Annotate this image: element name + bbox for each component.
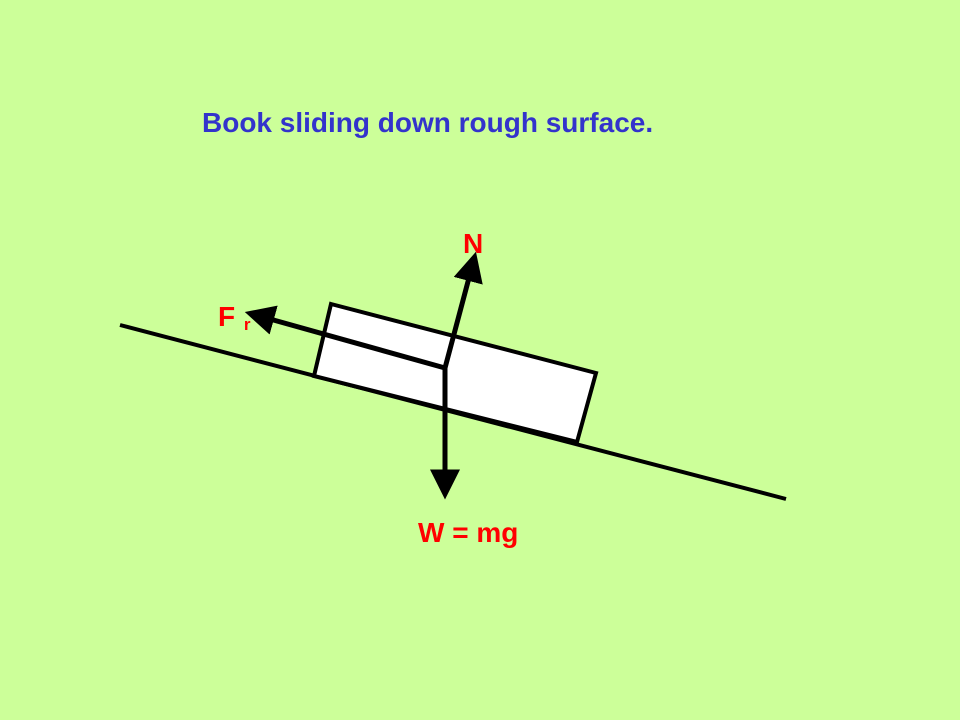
friction-force-arrow (244, 305, 446, 371)
normal-force-arrow (442, 251, 483, 369)
book-block (311, 301, 599, 445)
friction-force-label-subscript: r (244, 315, 251, 334)
weight-force-label: W = mg (418, 517, 518, 548)
normal-force-label: N (463, 228, 483, 259)
friction-force-label-main: F (218, 301, 235, 332)
friction-force-label: F r (218, 301, 251, 334)
slide-title: Book sliding down rough surface. (202, 107, 653, 138)
